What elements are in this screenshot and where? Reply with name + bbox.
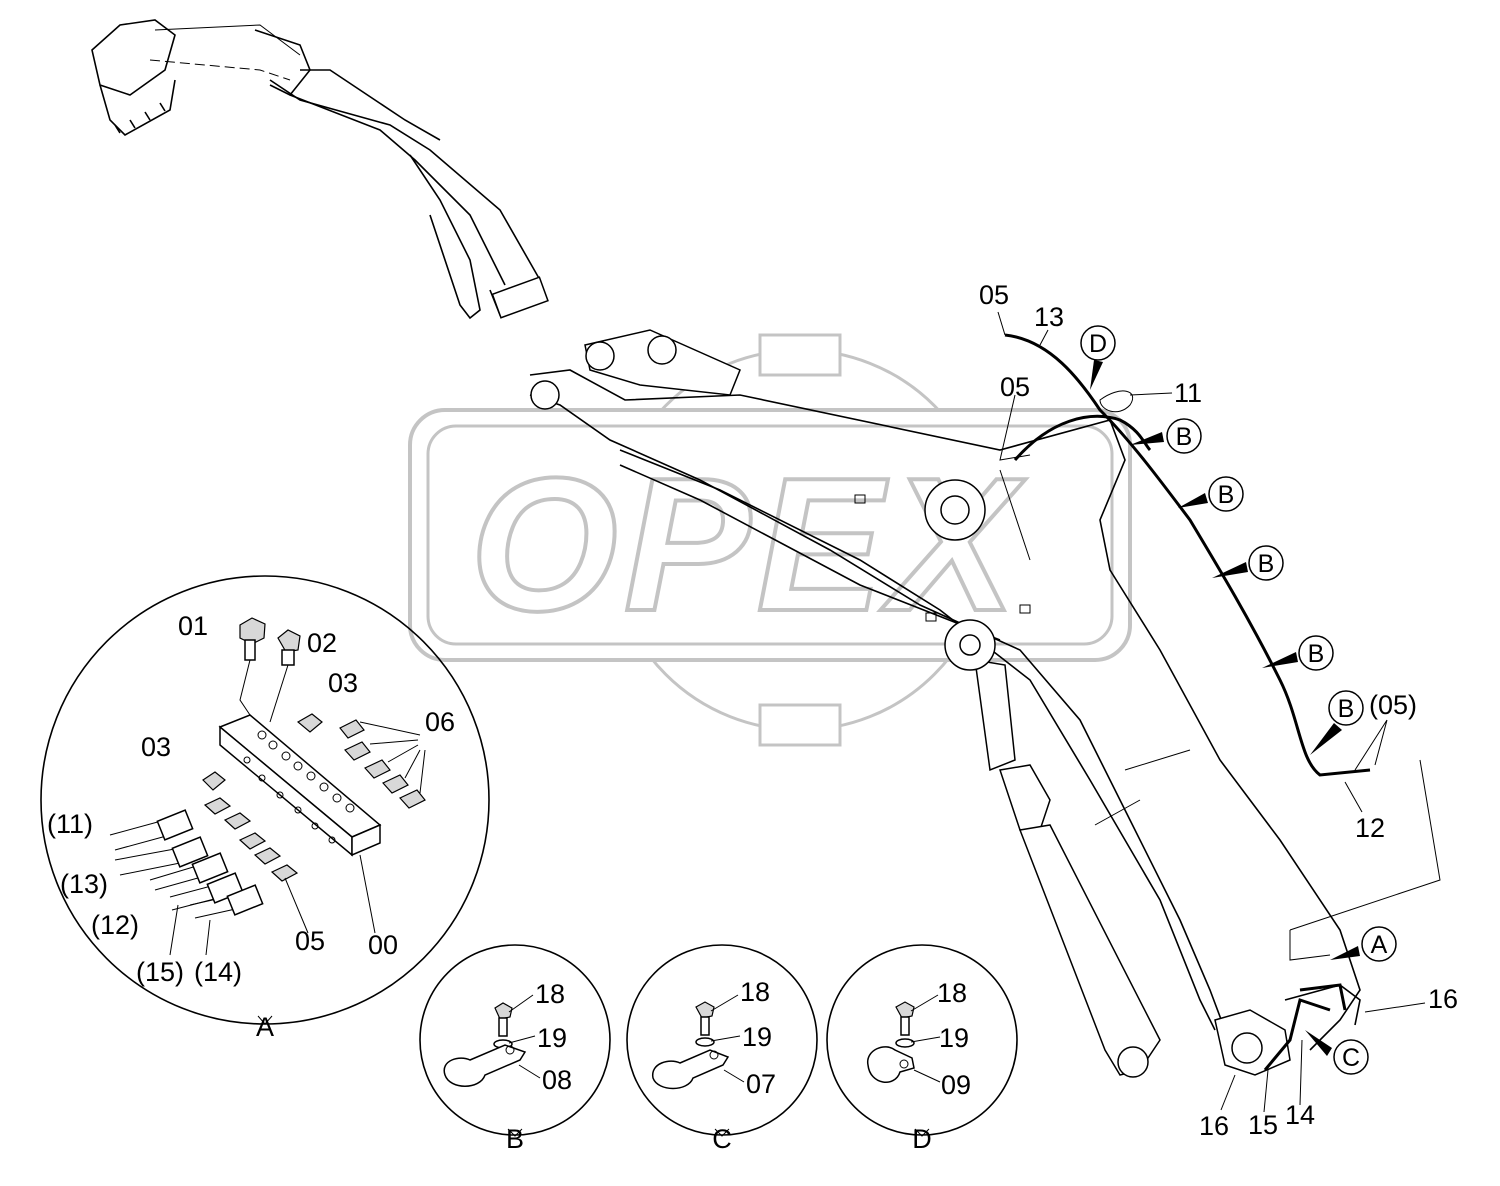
fitting-03-top-icon	[296, 713, 323, 733]
label-15: 15	[1248, 1110, 1278, 1140]
washer-19-icon	[895, 1038, 915, 1048]
bolt-01-icon	[239, 617, 266, 661]
detail-b-view-label: B	[506, 1124, 524, 1154]
callout-b-1: B	[1130, 418, 1202, 454]
label-13: 13	[1034, 302, 1064, 332]
detail-b-label-18: 18	[535, 979, 565, 1009]
detail-a-label-00: 00	[368, 930, 398, 960]
detail-a-label-03-left: 03	[141, 732, 171, 762]
detail-view-c	[626, 944, 818, 1137]
detail-d-label-18: 18	[937, 978, 967, 1008]
bolt-18-icon	[494, 1002, 513, 1037]
detail-a-label-15: (15)	[136, 957, 184, 987]
fitting-03-left-icon	[202, 771, 226, 791]
clamp-07-icon	[652, 1049, 730, 1090]
detail-c-label-19: 19	[742, 1022, 772, 1052]
svg-text:B: B	[1258, 550, 1275, 578]
label-05-top: 05	[979, 280, 1009, 310]
svg-text:B: B	[1176, 423, 1193, 451]
callout-c-right: C	[1305, 1030, 1369, 1075]
detail-a-label-01: 01	[178, 611, 208, 641]
detail-a-label-12: (12)	[91, 910, 139, 940]
detail-view-d	[826, 944, 1018, 1137]
svg-text:C: C	[1342, 1044, 1360, 1072]
detail-a-label-06: 06	[425, 707, 455, 737]
svg-text:B: B	[1218, 481, 1235, 509]
watermark-frame	[408, 408, 1132, 662]
clamp-08-icon	[443, 1044, 527, 1087]
label-14: 14	[1285, 1100, 1315, 1130]
callout-b-4: B	[1262, 635, 1334, 671]
callout-b-5: B	[1310, 690, 1364, 755]
label-16-bottom: 16	[1199, 1111, 1229, 1141]
detail-c-view-label: C	[712, 1124, 732, 1154]
detail-view-b	[419, 944, 611, 1137]
detail-d-label-09: 09	[941, 1070, 971, 1100]
washer-19-icon	[695, 1037, 715, 1047]
detail-a-label-03-top: 03	[328, 668, 358, 698]
detail-a-label-13: (13)	[60, 869, 108, 899]
detail-a-label-02: 02	[307, 628, 337, 658]
detail-a-label-05: 05	[295, 926, 325, 956]
label-12: 12	[1355, 813, 1385, 843]
machine-overview-drawing	[91, 19, 549, 320]
detail-a-label-14: (14)	[194, 957, 242, 987]
fittings-06-group	[339, 719, 426, 809]
callout-a-right: A	[1330, 926, 1397, 962]
hoses-detail-a	[109, 797, 299, 919]
svg-text:D: D	[1089, 330, 1107, 358]
label-05-paren: (05)	[1369, 690, 1417, 720]
plug-02-icon	[277, 629, 301, 666]
detail-d-view-label: D	[912, 1124, 932, 1154]
detail-view-a	[40, 575, 490, 1025]
detail-c-label-18: 18	[740, 977, 770, 1007]
hose-routing	[999, 333, 1371, 1071]
label-11: 11	[1174, 378, 1202, 408]
svg-text:B: B	[1308, 640, 1325, 668]
detail-a-label-11: (11)	[47, 809, 93, 839]
detail-b-label-08: 08	[542, 1065, 572, 1095]
watermark-frame-inner	[426, 424, 1114, 646]
svg-text:B: B	[1338, 695, 1355, 723]
boom-assembly-drawing	[529, 329, 1441, 1078]
detail-d-label-19: 19	[939, 1023, 969, 1053]
detail-c-label-07: 07	[746, 1069, 776, 1099]
opex-watermark: OPEX	[408, 333, 1132, 747]
bolt-18-icon	[895, 1001, 915, 1036]
callout-b-2: B	[1178, 476, 1244, 512]
label-05-mid: 05	[1000, 372, 1030, 402]
svg-text:A: A	[1371, 931, 1388, 959]
label-16-right: 16	[1428, 984, 1458, 1014]
callout-b-3: B	[1212, 545, 1284, 581]
clamp-09-icon	[867, 1046, 915, 1083]
leader-lines	[997, 311, 1426, 1113]
detail-b-label-19: 19	[537, 1023, 567, 1053]
bolt-18-icon	[695, 1001, 715, 1036]
callout-d-top: D	[1080, 325, 1116, 390]
watermark-text: OPEX	[470, 439, 1026, 651]
detail-a-view-label: A	[256, 1012, 274, 1042]
